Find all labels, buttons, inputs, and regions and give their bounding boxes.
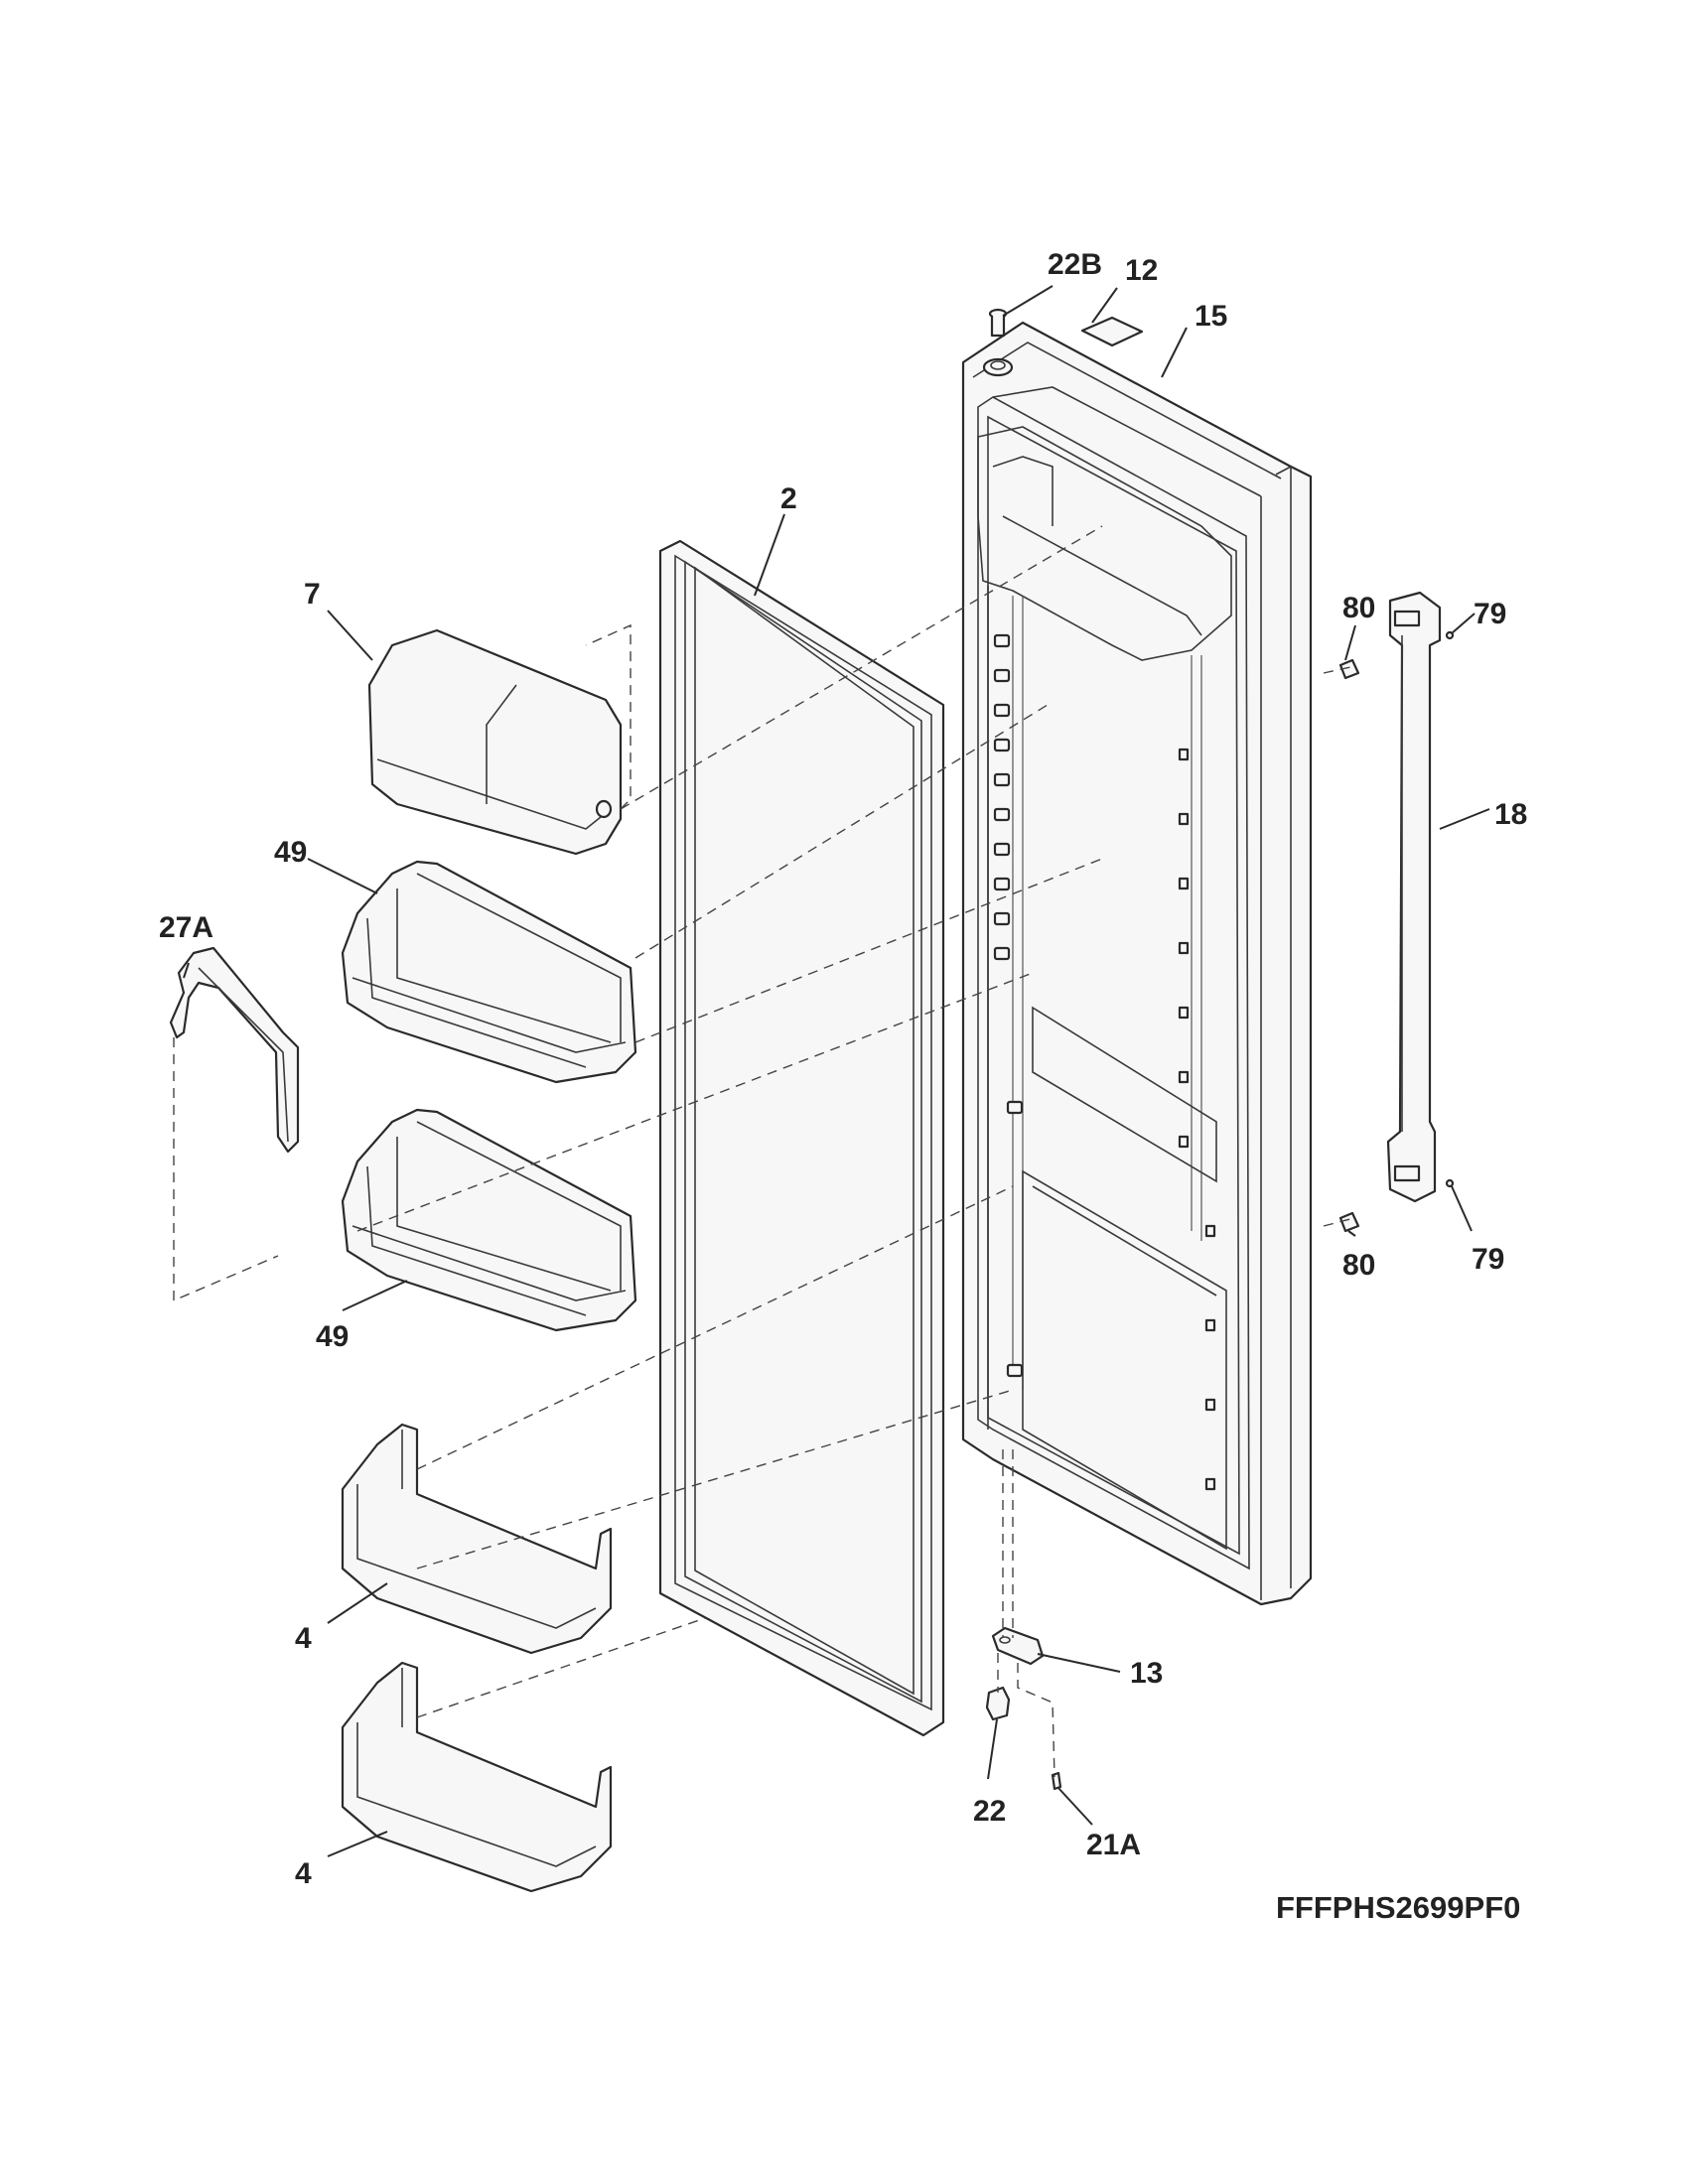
door-bin-49-upper [341,860,637,1084]
callout-12: 12 [1125,254,1158,287]
callout-18: 18 [1494,798,1527,831]
door-handle-18 [1386,591,1442,1203]
callout-7: 7 [304,578,321,611]
callout-79-bottom: 79 [1472,1243,1504,1276]
lower-hinge-parts [985,1626,1062,1791]
model-number: FFFPHS2699PF0 [1276,1890,1520,1925]
dairy-compartment-7 [367,628,623,856]
bin-support-nubs [993,633,1216,1491]
callout-4-bottom: 4 [295,1857,312,1890]
door-bin-49-lower [341,1108,637,1332]
callout-49-top: 49 [274,836,307,869]
callout-2: 2 [780,482,797,515]
callout-22b: 22B [1048,248,1102,281]
bin-retainer-27a [169,946,300,1154]
door-bin-4-lower [341,1661,613,1893]
label-plate-12 [1080,316,1144,347]
assembly-guide-lines [173,525,1351,1778]
door-bin-4-upper [341,1423,613,1655]
leader-lines [183,285,1490,1857]
callout-13: 13 [1130,1657,1163,1690]
door-gasket [658,539,945,1737]
callout-80-top: 80 [1342,592,1375,624]
callout-27a: 27A [159,911,213,944]
callout-22: 22 [973,1795,1006,1828]
door-assembly [961,321,1313,1606]
callout-21a: 21A [1086,1829,1141,1861]
callout-79-top: 79 [1474,598,1506,630]
callout-49-bottom: 49 [316,1320,349,1353]
callout-4-top: 4 [295,1622,312,1655]
handle-screws [1338,630,1455,1233]
hinge-pin-22b [982,308,1014,377]
callout-labels: 22B 12 15 2 7 80 79 18 49 27A 49 80 79 4… [159,248,1527,1890]
callout-80-bottom: 80 [1342,1249,1375,1282]
callout-15: 15 [1195,300,1227,333]
